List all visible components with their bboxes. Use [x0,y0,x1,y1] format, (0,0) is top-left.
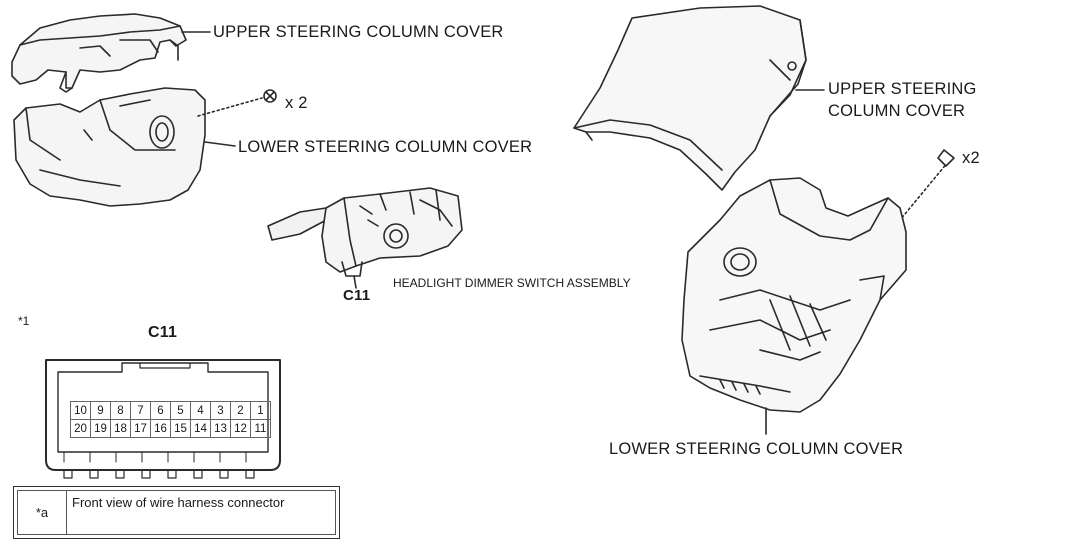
pin-5: 5 [170,401,191,420]
label-lower-cover-left: LOWER STEERING COLUMN COVER [238,138,533,156]
pin-1: 1 [250,401,271,420]
legend-row: *a Front view of wire harness connector [17,490,336,535]
label-upper-cover-right-2: COLUMN COVER [828,102,966,120]
upper-cover-right-drawing [573,5,807,191]
pin-20: 20 [70,419,91,438]
screw-right-drawing [899,149,955,221]
pin-9: 9 [90,401,111,420]
pin-3: 3 [210,401,231,420]
lower-cover-right-drawing [681,177,907,413]
pin-17: 17 [130,419,151,438]
label-connector-title: C11 [148,324,178,341]
connector-pin-grid: 10 9 8 7 6 5 4 3 2 1 20 19 18 17 16 15 1… [70,401,271,438]
lower-cover-left-drawing [13,87,206,207]
legend-key: *a [18,491,67,534]
pin-2: 2 [230,401,251,420]
label-upper-cover-right-1: UPPER STEERING [828,80,977,98]
pin-12: 12 [230,419,251,438]
legend-table: *a Front view of wire harness connector [13,486,340,539]
pin-11: 11 [250,419,271,438]
legend-text: Front view of wire harness connector [72,495,285,510]
screw-left-drawing [197,89,277,117]
pin-7: 7 [130,401,151,420]
label-figure-ref: *1 [18,314,30,328]
pin-4: 4 [190,401,211,420]
label-qty-left: x 2 [285,94,308,112]
upper-cover-left-drawing [11,13,187,93]
pin-row-bottom: 20 19 18 17 16 15 14 13 12 11 [70,419,271,438]
pin-6: 6 [150,401,171,420]
connector-c11-outline [45,359,281,479]
label-lower-cover-right: LOWER STEERING COLUMN COVER [609,440,904,458]
leader-lower-left [204,141,236,147]
pin-15: 15 [170,419,191,438]
label-headlight-switch: HEADLIGHT DIMMER SWITCH ASSEMBLY [393,276,631,290]
pin-8: 8 [110,401,131,420]
pin-16: 16 [150,419,171,438]
headlight-switch-drawing [267,187,463,289]
pin-14: 14 [190,419,211,438]
pin-row-top: 10 9 8 7 6 5 4 3 2 1 [70,401,271,420]
label-c11-switch: C11 [343,287,371,304]
pin-19: 19 [90,419,111,438]
pin-10: 10 [70,401,91,420]
label-qty-right: x2 [962,149,980,167]
label-upper-cover-left: UPPER STEERING COLUMN COVER [213,23,504,41]
pin-18: 18 [110,419,131,438]
pin-13: 13 [210,419,231,438]
